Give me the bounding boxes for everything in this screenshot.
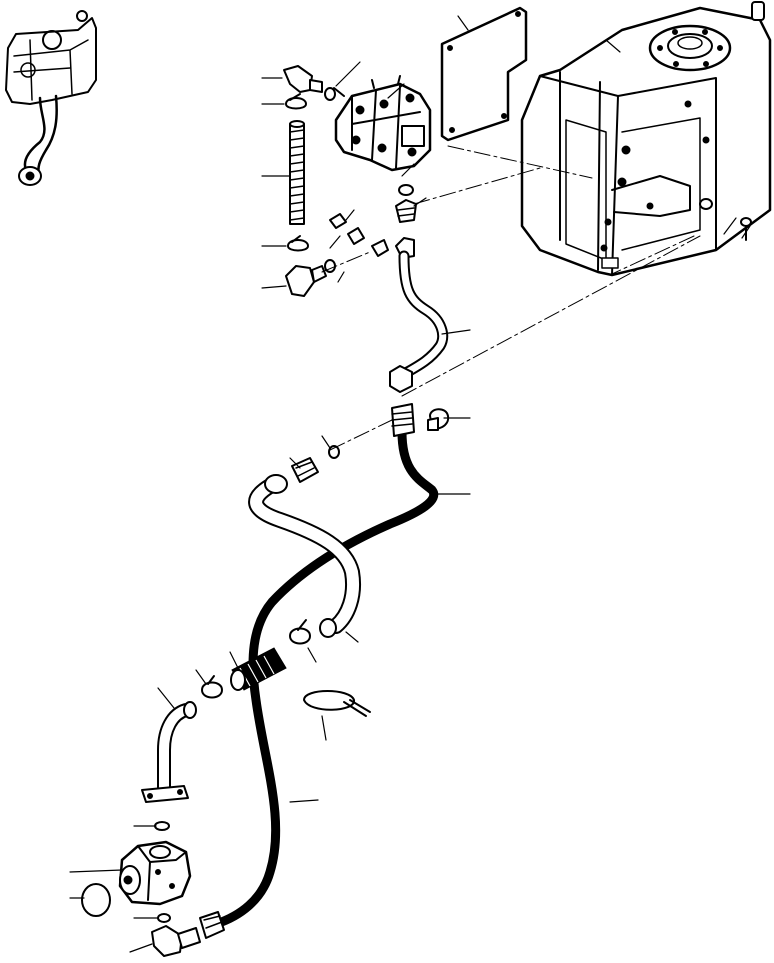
- small-fittings: [329, 184, 417, 259]
- pump-inlet-tube: [141, 701, 197, 803]
- hydraulic-pump: [118, 821, 192, 906]
- elbow-fitting-upper: [283, 65, 336, 101]
- hose-clamp-pair: [201, 619, 311, 699]
- tank-cover-plate: [440, 6, 528, 142]
- alignment-lines: [321, 145, 701, 451]
- suction-adapter: [291, 408, 450, 483]
- suction-hose-flex: [230, 647, 287, 691]
- suction-tube: [248, 474, 361, 638]
- hose-clamp-upper: [285, 93, 307, 110]
- suction-hose-short: [289, 120, 305, 225]
- elbow-fitting-lower: [285, 259, 336, 297]
- hydraulic-tank: [520, 1, 772, 277]
- machine-locator-inset: [5, 10, 97, 186]
- cable-tie: [303, 690, 371, 717]
- pressure-tube: [389, 250, 449, 393]
- hose-clamp-lower: [287, 235, 309, 252]
- callout-leaders: [69, 15, 751, 953]
- pump-outlet-elbow: [151, 913, 201, 957]
- fastener-bolt-right: [740, 217, 752, 241]
- pump-o-ring: [81, 883, 111, 917]
- pressure-hose: [199, 403, 439, 939]
- control-valve: [333, 75, 432, 172]
